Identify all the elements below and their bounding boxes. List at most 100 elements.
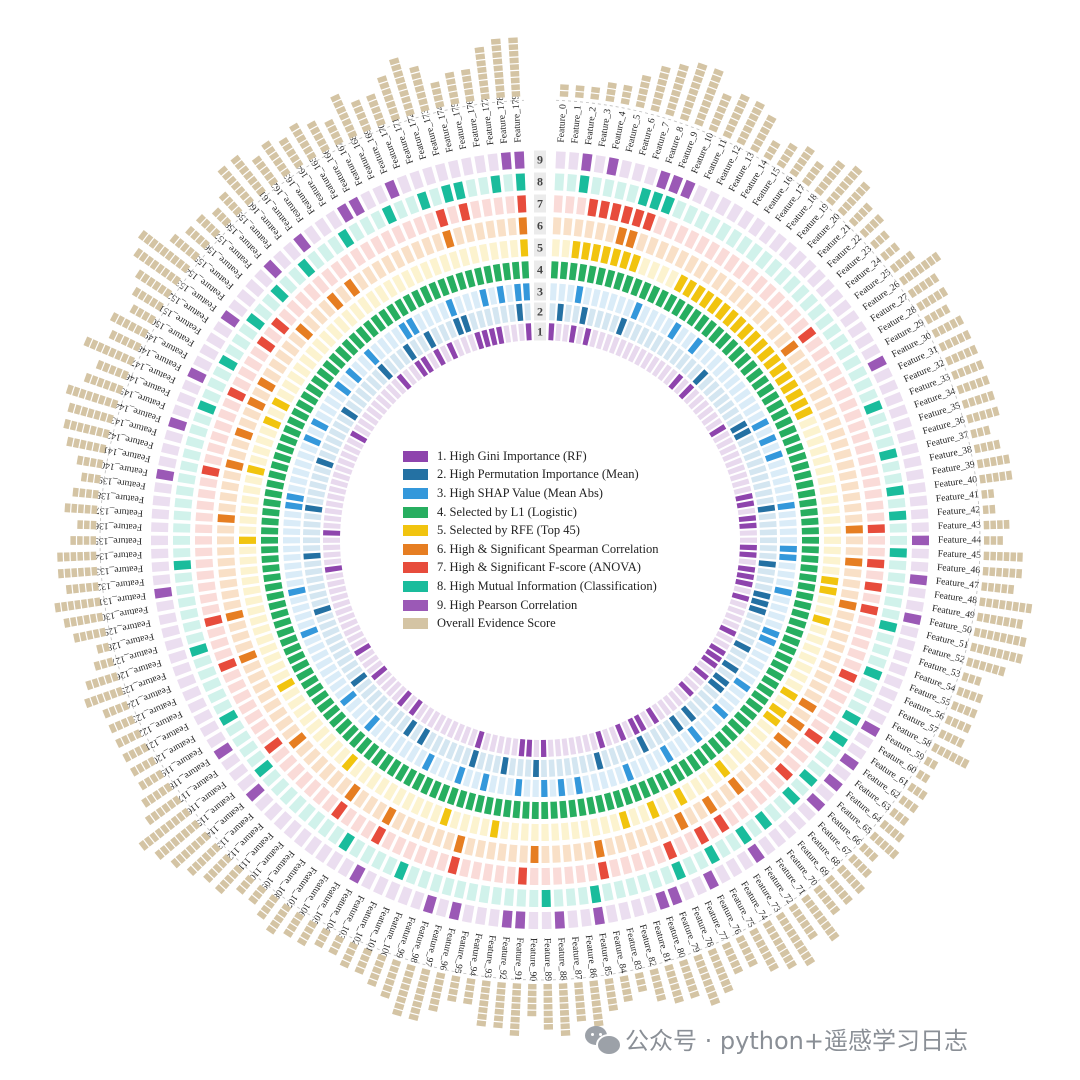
score-block <box>620 981 631 989</box>
score-block <box>792 908 803 918</box>
cell-ring3-f12 <box>645 309 659 328</box>
cell-ring6-f66 <box>759 748 777 766</box>
score-block <box>93 660 102 671</box>
ring-label-bg <box>534 172 546 191</box>
score-block <box>143 835 154 847</box>
cell-ring7-f124 <box>218 658 237 673</box>
cell-ring1-f45 <box>739 544 757 551</box>
cell-ring5-f36 <box>812 454 831 467</box>
score-block <box>211 842 222 853</box>
cell-ring6-f152 <box>268 358 288 375</box>
score-bar-88 <box>558 983 571 1036</box>
cell-ring9-f11 <box>692 184 708 205</box>
score-block <box>86 630 94 640</box>
cell-ring3-f14 <box>660 317 675 336</box>
cell-ring6-f9 <box>645 236 659 256</box>
score-bar-16 <box>789 145 815 178</box>
cell-ring7-f42 <box>866 512 885 522</box>
cell-ring7-f4 <box>598 200 610 219</box>
cell-ring1-f141 <box>327 493 345 502</box>
cell-ring1-f51 <box>733 585 752 595</box>
cell-ring8-f148 <box>207 377 227 393</box>
score-block <box>80 599 88 609</box>
cell-ring4-f98 <box>456 789 468 809</box>
score-block <box>915 769 925 780</box>
cell-ring8-f5 <box>614 181 627 200</box>
score-block <box>1012 601 1019 612</box>
cell-ring6-f114 <box>295 740 314 758</box>
score-block <box>985 408 994 419</box>
score-block <box>476 1020 487 1027</box>
cell-ring7-f150 <box>237 365 257 382</box>
cell-ring7-f149 <box>232 376 252 392</box>
cell-ring3-f57 <box>754 641 773 655</box>
cell-ring6-f27 <box>792 358 812 375</box>
score-block <box>730 959 741 969</box>
cell-ring5-f76 <box>664 792 679 811</box>
score-bar-4 <box>620 84 633 105</box>
score-block <box>388 107 399 115</box>
score-block <box>924 276 934 288</box>
cell-ring2-f36 <box>750 472 769 483</box>
cell-ring8-f130 <box>177 596 197 608</box>
score-block <box>256 910 268 920</box>
score-bar-51 <box>969 642 1023 664</box>
cell-ring9-f7 <box>643 166 658 186</box>
score-block <box>997 536 1003 545</box>
score-block <box>801 177 812 187</box>
cell-ring2-f150 <box>332 420 351 434</box>
score-block <box>383 94 394 103</box>
score-block <box>847 170 859 181</box>
score-bar-59 <box>923 756 939 770</box>
cell-ring6-f118 <box>268 706 288 723</box>
cell-ring2-f57 <box>736 633 755 646</box>
cell-ring6-f52 <box>833 620 852 633</box>
cell-ring1-f95 <box>496 735 505 754</box>
cell-ring6-f161 <box>335 285 352 304</box>
legend-label: 7. High & Significant F-score (ANOVA) <box>437 560 641 575</box>
score-block <box>1016 619 1024 630</box>
cell-ring2-f149 <box>328 427 347 441</box>
score-block <box>190 251 200 261</box>
score-block <box>87 598 95 608</box>
score-block <box>676 70 687 79</box>
cell-ring2-f20 <box>686 363 703 380</box>
cell-ring2-f177 <box>508 304 516 323</box>
score-block <box>70 616 78 627</box>
cell-ring9-f1 <box>568 152 580 170</box>
score-block <box>931 251 942 263</box>
cell-ring5-f148 <box>267 406 286 421</box>
cell-ring1-f105 <box>427 710 441 729</box>
cell-ring5-f6 <box>609 248 622 267</box>
cell-ring4-f109 <box>363 742 380 761</box>
cell-ring5-f178 <box>509 239 519 258</box>
score-block <box>672 83 683 91</box>
score-bar-10 <box>708 93 732 133</box>
score-block <box>995 648 1004 659</box>
cell-ring3-f0 <box>549 283 558 301</box>
score-block <box>149 773 159 784</box>
cell-ring6-f115 <box>288 732 307 749</box>
cell-ring8-f39 <box>884 472 903 485</box>
cell-ring4-f60 <box>761 674 780 690</box>
score-block <box>419 974 429 983</box>
score-block <box>874 835 885 846</box>
cell-ring2-f112 <box>371 695 388 712</box>
cell-ring6-f59 <box>803 688 823 704</box>
score-block <box>991 406 1000 417</box>
cell-ring9-f131 <box>154 587 173 599</box>
score-block <box>970 428 978 439</box>
cell-ring8-f101 <box>394 861 409 881</box>
cell-ring7-f40 <box>864 488 883 500</box>
cell-ring8-f168 <box>381 205 397 225</box>
score-block <box>875 234 885 245</box>
cell-ring8-f107 <box>327 825 345 845</box>
cell-ring3-f91 <box>523 779 531 797</box>
ring-label-bg <box>534 238 546 257</box>
cell-ring7-f147 <box>222 397 242 413</box>
cell-ring9-f33 <box>883 391 904 407</box>
score-block <box>434 978 444 986</box>
score-bar-76 <box>735 934 758 968</box>
score-block <box>386 971 397 980</box>
cell-ring1-f33 <box>724 457 743 469</box>
